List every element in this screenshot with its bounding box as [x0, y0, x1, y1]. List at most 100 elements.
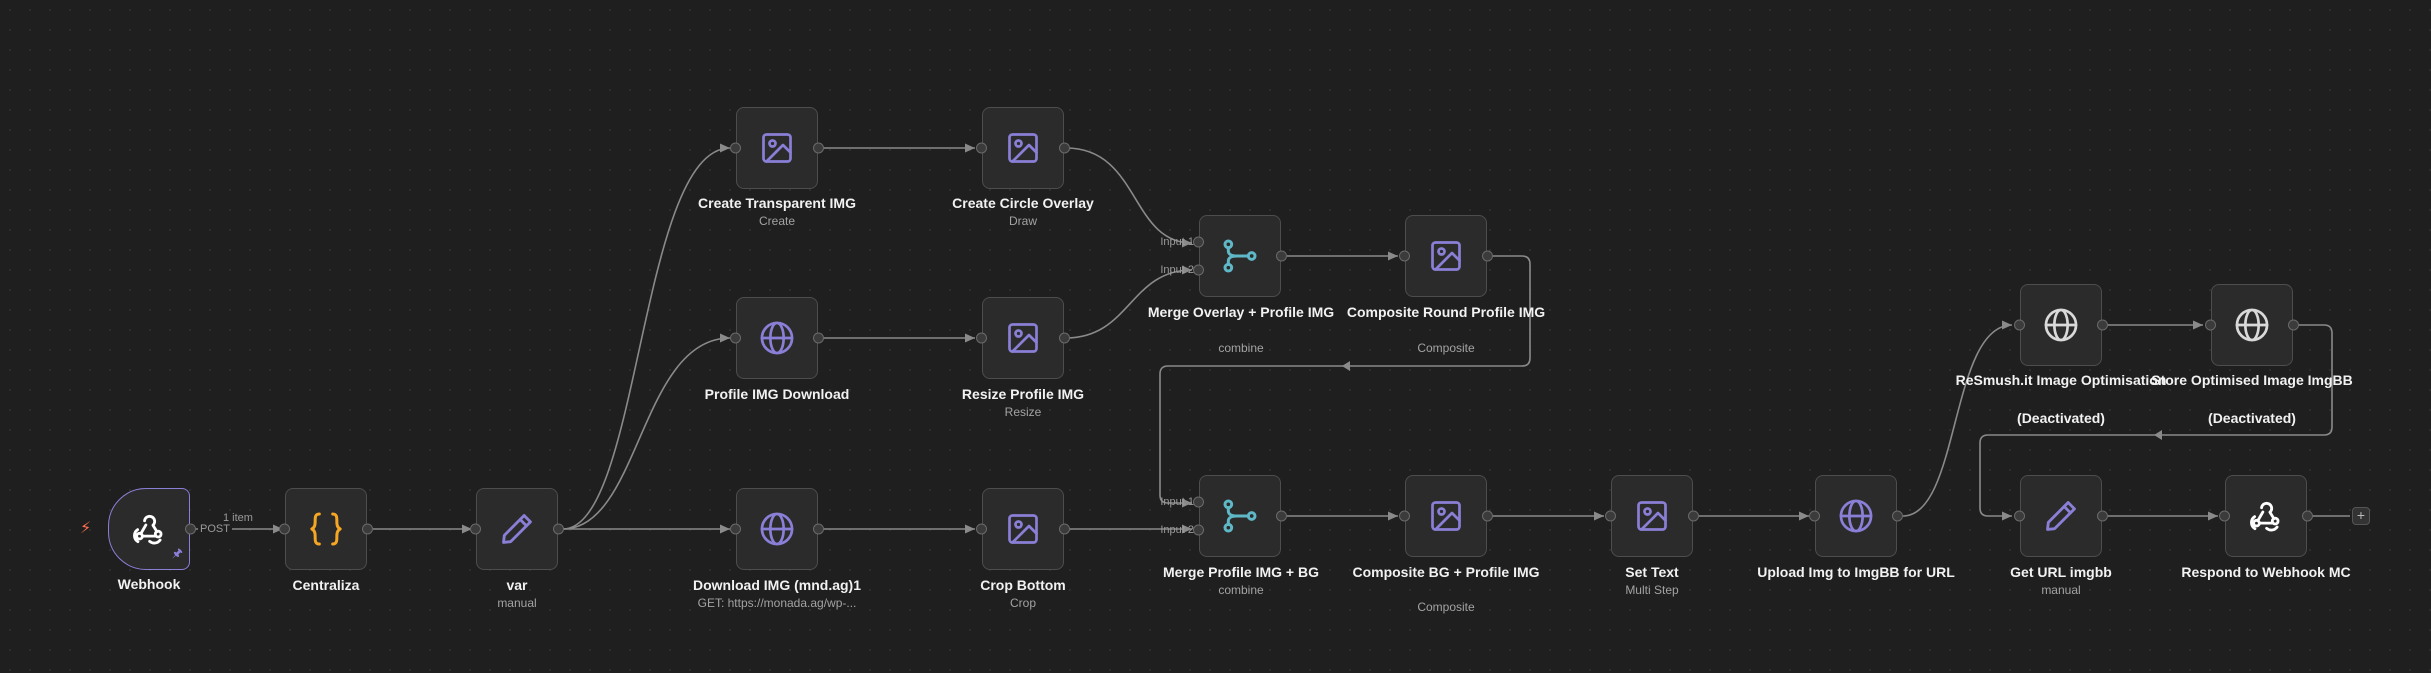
image-icon [1428, 498, 1464, 534]
output-port[interactable] [2097, 319, 2108, 331]
pin-icon: 🖈 [171, 546, 183, 560]
node-title: Respond to Webhook MC [2181, 564, 2351, 580]
node-download-img[interactable] [730, 488, 824, 570]
input-2-label: Input 2 [1160, 524, 1194, 537]
node-title: Store Optimised Image ImgBB [2151, 372, 2353, 388]
input-port[interactable] [1605, 510, 1616, 522]
input-port[interactable] [1399, 510, 1410, 522]
node-var[interactable] [470, 488, 564, 570]
output-port[interactable] [185, 523, 196, 535]
node-profile-img-download[interactable] [730, 297, 824, 379]
input-port[interactable] [2014, 510, 2025, 522]
image-icon [1634, 498, 1670, 534]
node-create-transparent-img[interactable] [730, 107, 824, 189]
node-respond-webhook[interactable] [2219, 475, 2313, 557]
input-1-label: Input 1 [1160, 235, 1194, 248]
output-port[interactable] [362, 523, 373, 535]
output-port[interactable] [553, 523, 564, 535]
input-port-2[interactable] [1193, 264, 1204, 276]
node-resize-profile-img[interactable] [976, 297, 1070, 379]
node-webhook[interactable]: 🖈 [108, 488, 196, 570]
input-port[interactable] [976, 332, 987, 344]
image-icon [1428, 238, 1464, 274]
output-port[interactable] [1482, 510, 1493, 522]
input-port[interactable] [2014, 319, 2025, 331]
pencil-icon [2042, 497, 2080, 535]
add-node-button[interactable]: + [2352, 507, 2370, 525]
output-port[interactable] [2288, 319, 2299, 331]
node-create-circle-overlay[interactable] [976, 107, 1070, 189]
output-port[interactable] [1059, 523, 1070, 535]
input-port[interactable] [470, 523, 481, 535]
node-title: ReSmush.it Image Optimisation [1955, 372, 2167, 388]
node-title: Composite BG + Profile IMG [1352, 564, 1540, 580]
output-port[interactable] [1059, 332, 1070, 344]
input-port[interactable] [976, 142, 987, 154]
image-icon [1005, 130, 1041, 166]
input-port[interactable] [2219, 510, 2230, 522]
output-port[interactable] [813, 142, 824, 154]
output-port[interactable] [1482, 250, 1493, 262]
node-merge-profile-bg[interactable]: Input 1 Input 2 [1160, 475, 1287, 557]
node-title: var [506, 577, 528, 593]
input-port[interactable] [730, 332, 741, 344]
input-port[interactable] [976, 523, 987, 535]
node-set-text[interactable] [1605, 475, 1699, 557]
input-port-1[interactable] [1193, 496, 1204, 508]
image-icon [759, 130, 795, 166]
input-2-label: Input 2 [1160, 264, 1194, 277]
node-crop-bottom[interactable] [976, 488, 1070, 570]
node-title: Merge Overlay + Profile IMG [1147, 304, 1335, 320]
trigger-bolt-icon: ⚡ [80, 520, 92, 537]
node-subtitle: manual [2041, 583, 2081, 597]
webhook-icon [2247, 497, 2285, 535]
node-title: Composite Round Profile IMG [1346, 304, 1546, 320]
input-port-2[interactable] [1193, 524, 1204, 536]
output-port[interactable] [2302, 510, 2313, 522]
webhook-icon [130, 510, 168, 548]
node-centraliza[interactable] [279, 488, 373, 570]
node-composite-round-profile[interactable] [1399, 215, 1493, 297]
node-subtitle: Composite [1417, 341, 1475, 355]
input-port[interactable] [730, 523, 741, 535]
node-title: Download IMG (mnd.ag)1 [693, 577, 861, 593]
globe-icon [758, 510, 796, 548]
output-port[interactable] [1276, 510, 1287, 522]
edge-resize-merge-overlay [1065, 265, 1193, 339]
input-port[interactable] [1399, 250, 1410, 262]
edge-var-create-transparent [562, 143, 731, 530]
node-title: Set Text [1625, 564, 1679, 580]
globe-icon [1837, 497, 1875, 535]
output-port[interactable] [1059, 142, 1070, 154]
output-port[interactable] [813, 523, 824, 535]
node-status: (Deactivated) [2017, 410, 2105, 426]
node-subtitle: Draw [1008, 214, 1037, 228]
node-resmush-optimisation[interactable] [2014, 284, 2108, 366]
input-port-1[interactable] [1193, 236, 1204, 248]
node-title: Resize Profile IMG [961, 386, 1085, 402]
input-port[interactable] [730, 142, 741, 154]
flow-arrow-midline-2 [2154, 430, 2162, 440]
output-port[interactable] [1688, 510, 1699, 522]
output-port[interactable] [2097, 510, 2108, 522]
output-port[interactable] [1276, 250, 1287, 262]
input-port[interactable] [279, 523, 290, 535]
input-port[interactable] [1809, 510, 1820, 522]
node-subtitle: Multi Step [1625, 583, 1679, 597]
node-get-url-imgbb[interactable] [2014, 475, 2108, 557]
globe-icon [2042, 306, 2080, 344]
node-subtitle: Create [758, 214, 796, 228]
output-port[interactable] [813, 332, 824, 344]
input-1-label: Input 1 [1160, 495, 1194, 508]
node-composite-bg-profile[interactable] [1399, 475, 1493, 557]
connection-item-count: 1 item [223, 512, 253, 524]
node-merge-overlay-profile[interactable]: Input 1 Input 2 [1160, 215, 1287, 297]
input-port[interactable] [2205, 319, 2216, 331]
node-title: Upload Img to ImgBB for URL [1757, 564, 1955, 580]
output-port[interactable] [1892, 510, 1903, 522]
node-store-optimised-imgbb[interactable] [2205, 284, 2299, 366]
node-upload-imgbb[interactable] [1809, 475, 1903, 557]
image-icon [1005, 320, 1041, 356]
merge-icon [1220, 236, 1260, 276]
